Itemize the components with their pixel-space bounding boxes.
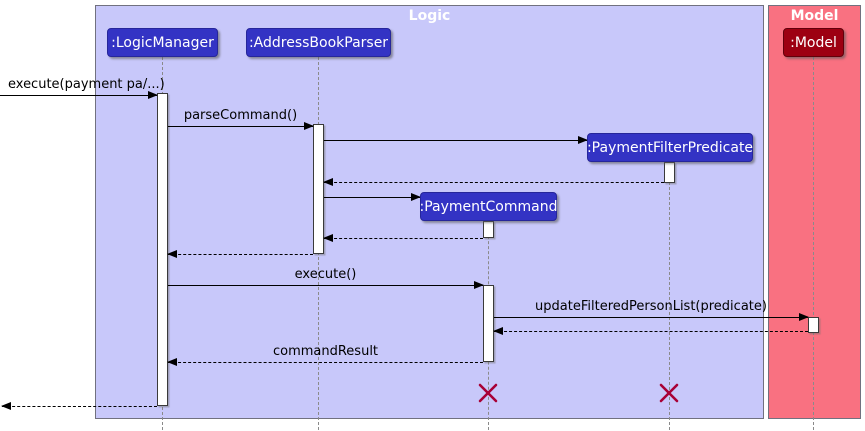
- message-line: [494, 317, 808, 318]
- message-line: [168, 126, 313, 127]
- participant-logic-manager: :LogicManager: [107, 28, 218, 57]
- arrowhead-left-icon: [167, 249, 177, 258]
- message-line: [324, 197, 420, 198]
- activation-address-book-parser: [313, 124, 324, 254]
- arrowhead-left-icon: [167, 357, 177, 366]
- message-line: [324, 238, 483, 239]
- activation-payment-filter-predicate: [664, 162, 675, 183]
- message-line: [324, 182, 664, 183]
- participant-payment-filter-predicate: :PaymentFilterPredicate: [587, 133, 753, 162]
- logic-frame-title: Logic: [408, 8, 451, 24]
- message-line: [168, 362, 483, 363]
- lifeline-model: [813, 57, 814, 430]
- participant-payment-command: :PaymentCommand: [420, 192, 557, 221]
- message-line: [168, 285, 483, 286]
- message-line: [0, 95, 157, 96]
- arrowhead-left-icon: [323, 233, 333, 242]
- message-command-result-label: commandResult: [272, 344, 379, 359]
- arrowhead-left-icon: [493, 326, 503, 335]
- arrowhead-right-icon: [799, 312, 809, 321]
- arrowhead-right-icon: [578, 135, 588, 144]
- message-execute-found-label: execute(payment pa/...): [8, 77, 165, 92]
- activation-payment-command-create: [483, 221, 494, 238]
- message-parse-command-label: parseCommand(): [183, 108, 298, 123]
- model-frame-title: Model: [790, 8, 839, 24]
- participant-model: :Model: [783, 28, 844, 57]
- arrowhead-left-icon: [323, 177, 333, 186]
- destroy-x-icon-payment-command: [478, 383, 498, 403]
- arrowhead-right-icon: [148, 90, 158, 99]
- participant-address-book-parser: :AddressBookParser: [246, 28, 391, 57]
- activation-model: [808, 317, 819, 333]
- model-frame: Model: [768, 5, 861, 419]
- arrowhead-right-icon: [474, 280, 484, 289]
- message-line: [494, 331, 808, 332]
- message-line: [168, 254, 313, 255]
- arrowhead-left-icon: [1, 401, 11, 410]
- message-line: [324, 140, 587, 141]
- destroy-x-icon-payment-filter-predicate: [659, 383, 679, 403]
- message-update-filtered-person-list-label: updateFilteredPersonList(predicate): [535, 299, 767, 314]
- message-line: [2, 406, 157, 407]
- arrowhead-right-icon: [411, 192, 421, 201]
- arrowhead-right-icon: [304, 121, 314, 130]
- lifeline-payment-filter-predicate: [669, 162, 670, 430]
- activation-payment-command-execute: [483, 285, 494, 362]
- message-execute-label: execute(): [294, 267, 357, 282]
